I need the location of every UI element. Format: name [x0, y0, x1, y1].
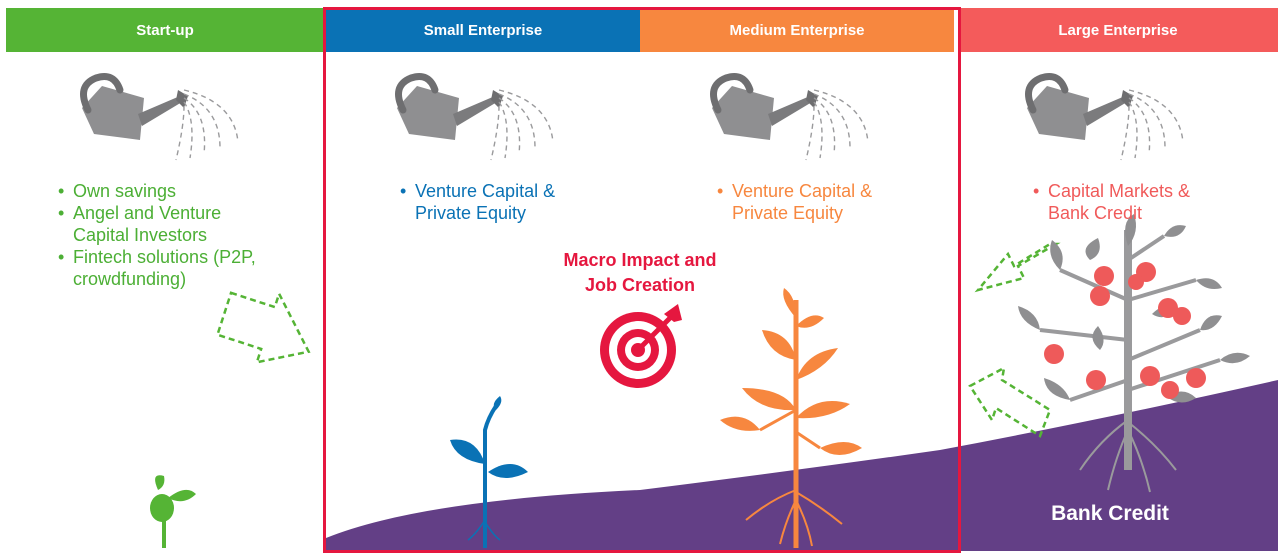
- header-startup: Start-up: [136, 21, 194, 39]
- small-header-bar: [326, 8, 640, 52]
- list-item: Angel and Venture: [58, 202, 256, 224]
- soil-hill: [326, 380, 1278, 551]
- watering-can-icon: [1027, 77, 1183, 161]
- list-item: Private Equity: [732, 203, 844, 223]
- plant-icon: [720, 288, 862, 548]
- startup-header-bar: [6, 8, 324, 52]
- header-small-enterprise: Small Enterprise: [423, 21, 543, 39]
- arrow-icon: [974, 242, 1061, 293]
- arrow-icon: [968, 365, 1052, 438]
- sprout-icon: [150, 475, 196, 548]
- list-item: Capital Markets &: [1033, 180, 1190, 202]
- large-funding-list: Capital Markets & Bank Credit: [1033, 180, 1190, 224]
- small-funding-list: Venture Capital & Private Equity: [400, 180, 555, 224]
- watering-can-icon: [82, 77, 238, 161]
- list-item: Venture Capital &: [400, 180, 555, 202]
- header-large-enterprise: Large Enterprise: [1058, 21, 1178, 39]
- target-icon: [600, 304, 682, 388]
- list-item: Own savings: [58, 180, 256, 202]
- list-item: Private Equity: [415, 203, 527, 223]
- bank-credit-label: Bank Credit: [1051, 502, 1169, 525]
- watering-can-icon: [712, 77, 868, 161]
- macro-impact-label: Macro Impact and Job Creation: [530, 248, 750, 298]
- medium-header-bar: [640, 8, 954, 52]
- list-item: Capital Investors: [73, 225, 208, 245]
- startup-funding-list: Own savings Angel and Venture Capital In…: [58, 180, 256, 290]
- list-item: Fintech solutions (P2P,: [58, 246, 256, 268]
- list-item: Bank Credit: [1048, 203, 1143, 223]
- list-item: Venture Capital &: [717, 180, 872, 202]
- large-header-bar: [958, 8, 1278, 52]
- seedling-icon: [450, 396, 528, 548]
- arrow-icon: [215, 290, 311, 364]
- macro-impact-line: Macro Impact and: [563, 250, 717, 270]
- header-medium-enterprise: Medium Enterprise: [729, 21, 865, 39]
- watering-can-icon: [397, 77, 553, 161]
- fruit-tree-icon: [1018, 214, 1250, 493]
- list-item: crowdfunding): [73, 269, 187, 289]
- macro-impact-line: Job Creation: [584, 275, 695, 295]
- medium-funding-list: Venture Capital & Private Equity: [717, 180, 872, 224]
